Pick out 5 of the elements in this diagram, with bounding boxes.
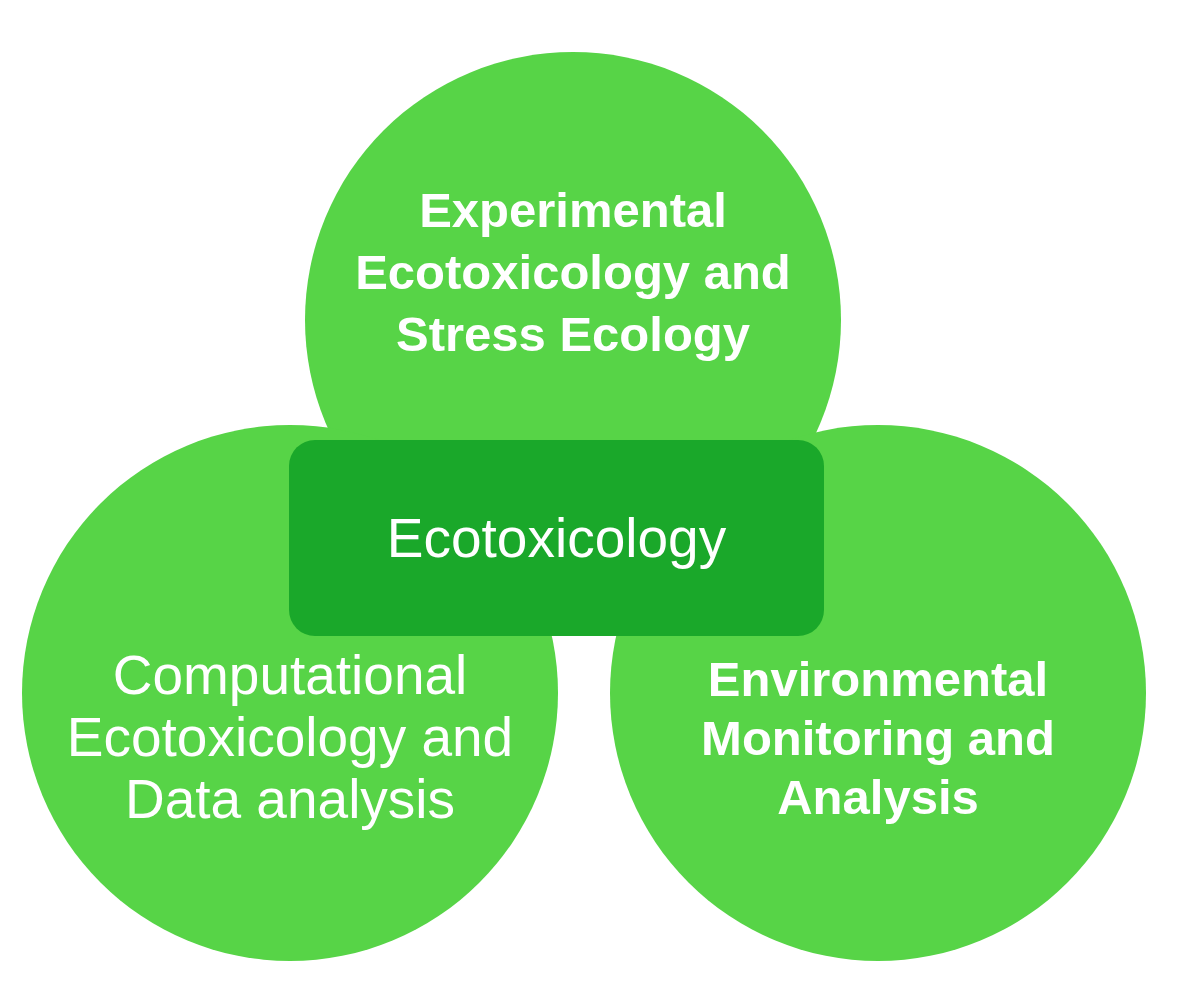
center-box: [289, 440, 824, 636]
circle-label: Environmental Monitoring and Analysis: [700, 651, 1056, 826]
box-label: Ecotoxicology: [385, 507, 728, 569]
circle-label: Experimental Ecotoxicology and Stress Ecology: [354, 182, 792, 363]
circle-label: Computational Ecotoxicology and Data analysis: [65, 644, 515, 830]
